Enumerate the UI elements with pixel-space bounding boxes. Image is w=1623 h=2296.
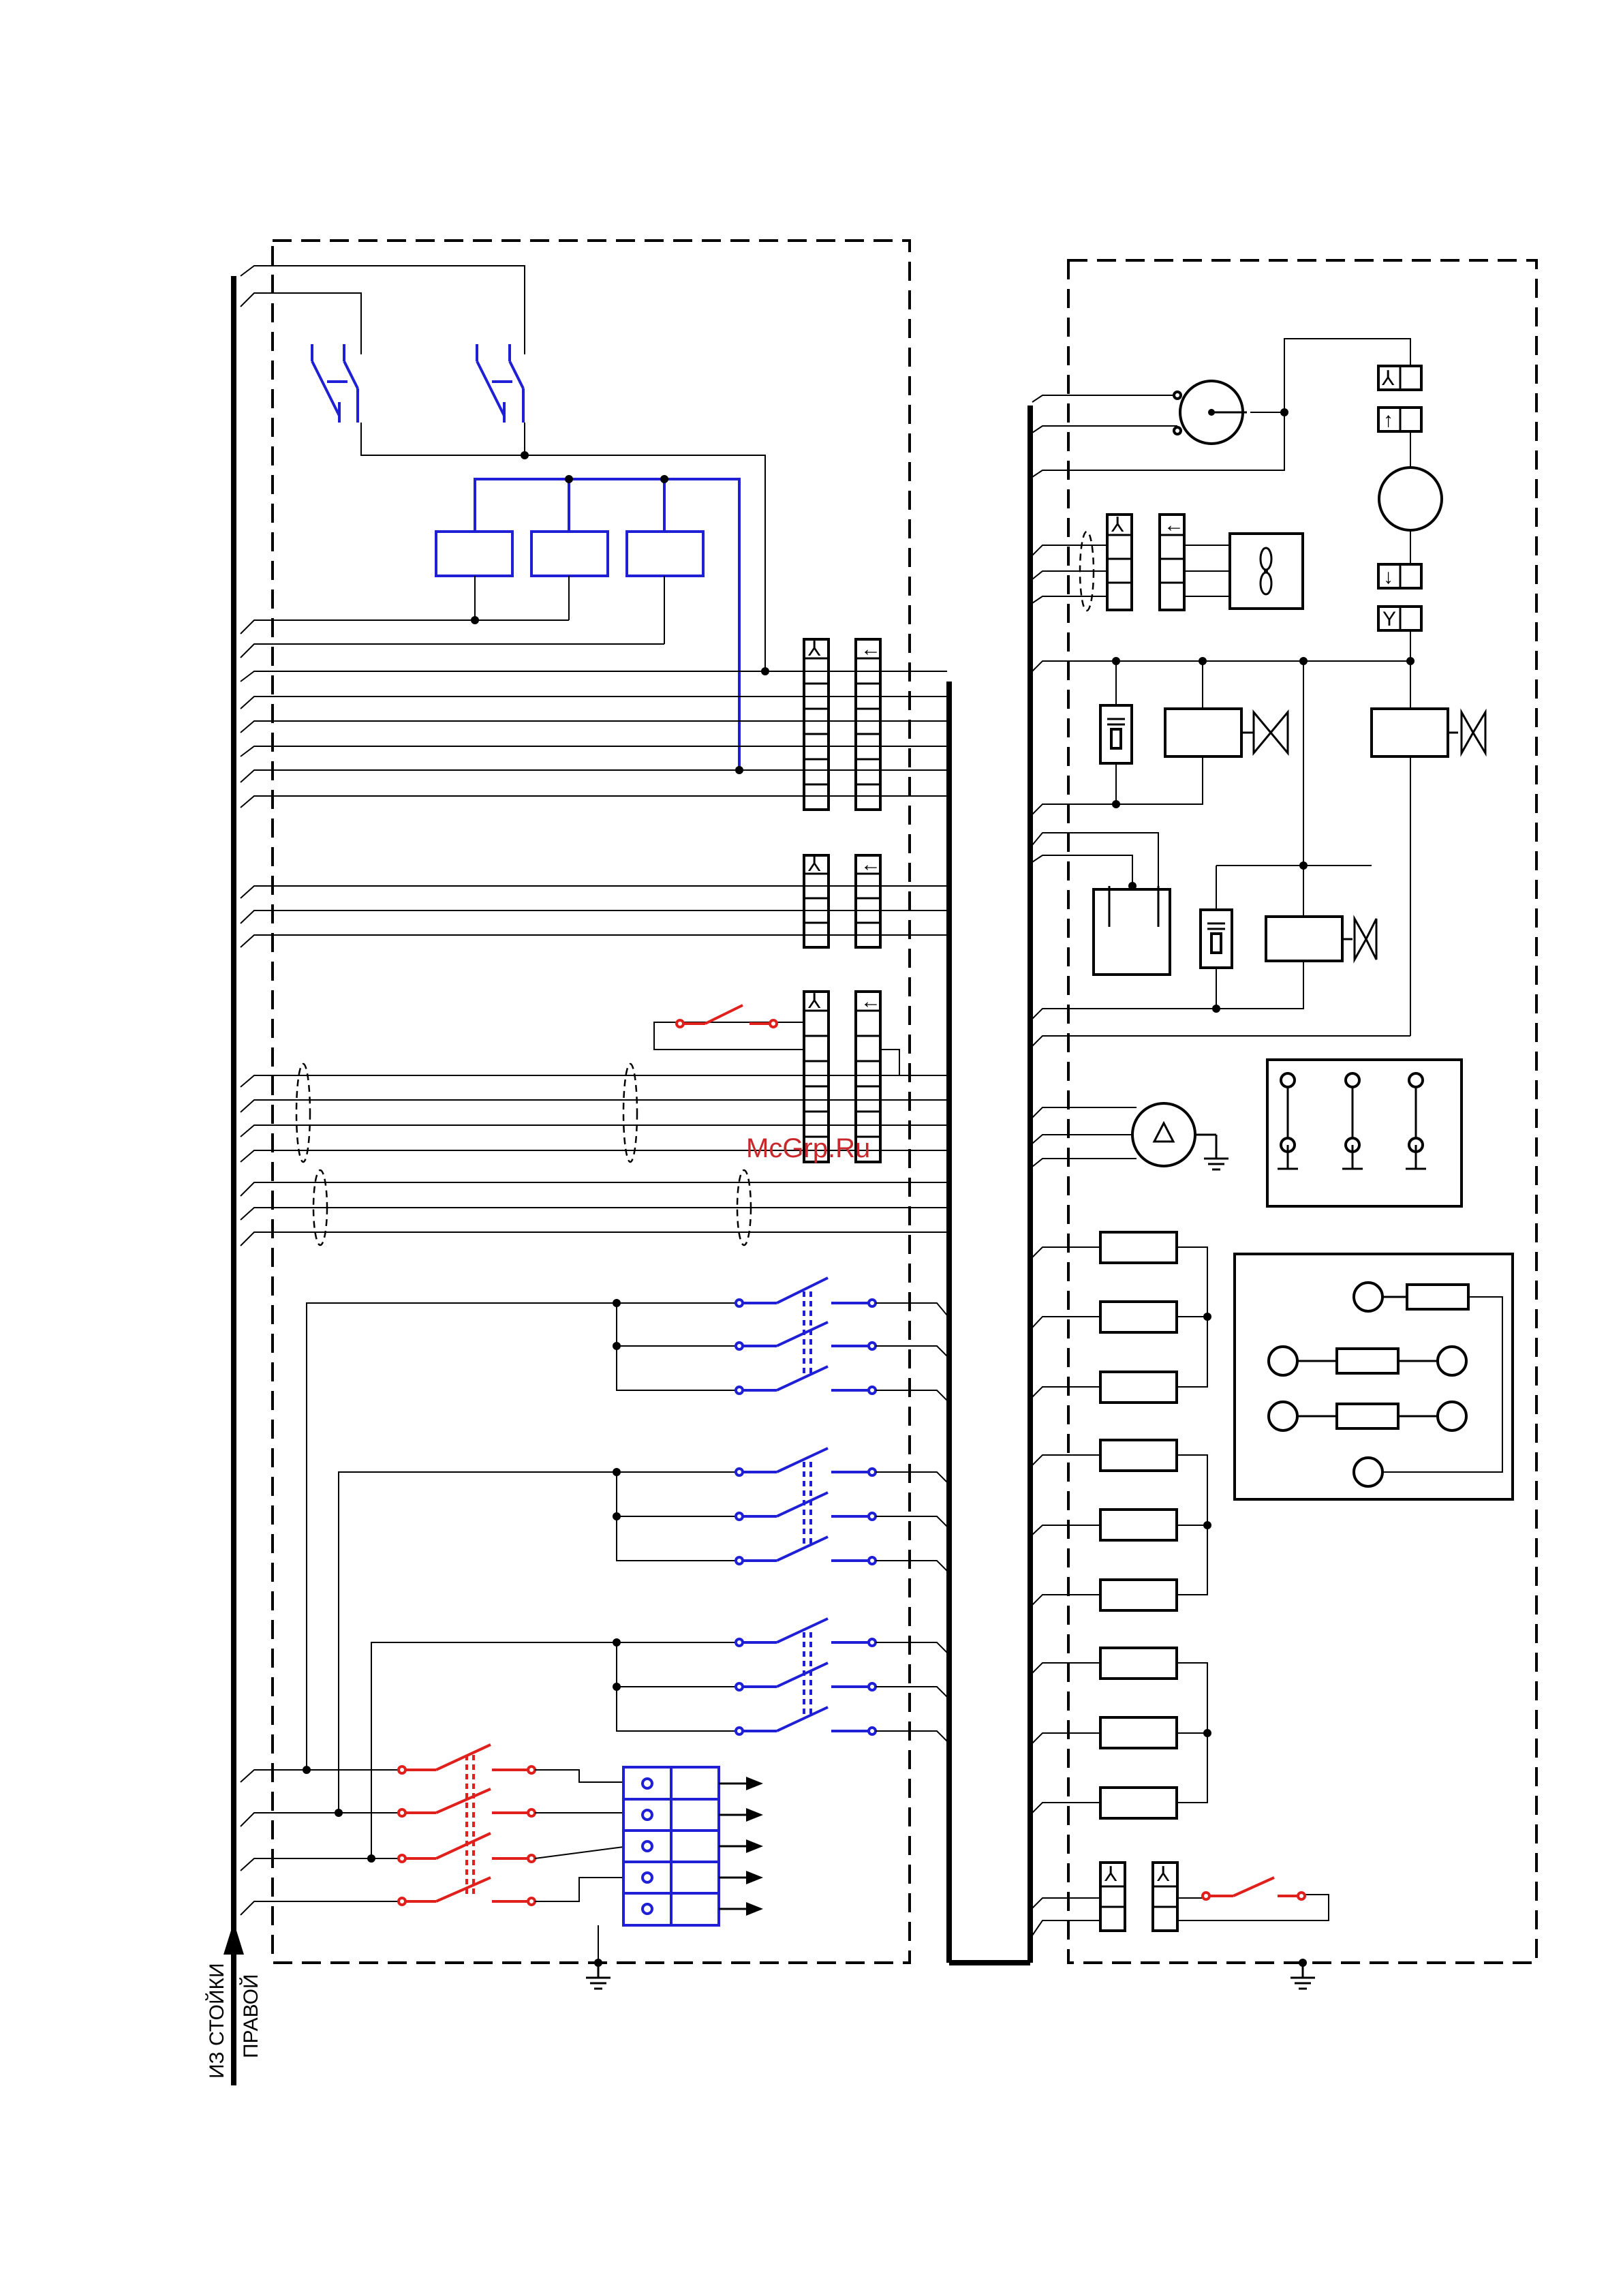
pump-motor-icon (1379, 468, 1442, 530)
svg-text:⅄: ⅄ (1111, 514, 1124, 536)
alarm-icon (1132, 1103, 1195, 1166)
source-label-line2: ПРАВОЙ (239, 1974, 262, 2059)
resistor-bank (1032, 1232, 1211, 1818)
contactor-set-1 (307, 1278, 947, 1772)
contactor-set-2 (339, 1448, 947, 1813)
source-label-line1: ИЗ СТОЙКИ (205, 1963, 228, 2079)
svg-text:←: ← (861, 990, 881, 1013)
svg-text:⅄: ⅄ (807, 990, 821, 1013)
terminal-block-2: ⅄ ← (241, 853, 947, 947)
watermark: McGrp.Ru (746, 1133, 870, 1163)
bottom-right-terminal: ⅄ ⅄ (1032, 1863, 1329, 1935)
indicator-panel-2 (1235, 1254, 1513, 1499)
breaker-1 (312, 344, 358, 423)
svg-text:←: ← (861, 638, 881, 660)
plug-connector-icon: ⅄ (807, 638, 821, 660)
top-breaker-circuit (241, 266, 769, 774)
output-terminal-block (598, 1767, 763, 1963)
coil-k2 (531, 532, 608, 576)
fan-circuit: ⅄ ← (1032, 514, 1303, 611)
terminal-block-1: ⅄ ← (241, 638, 947, 810)
input-switch-bank (241, 1745, 623, 1915)
svg-text:←: ← (1164, 514, 1184, 536)
svg-text:⅄: ⅄ (1104, 1863, 1117, 1886)
valve-circuit-1 (1032, 657, 1485, 866)
coil-k3 (627, 532, 703, 576)
svg-text:Y: Y (1382, 608, 1396, 630)
svg-text:↑: ↑ (1383, 409, 1393, 431)
svg-text:⅄: ⅄ (807, 853, 821, 876)
svg-text:⅄: ⅄ (1381, 367, 1395, 390)
svg-text:⅄: ⅄ (1156, 1863, 1170, 1886)
heater-tank-circuit (1032, 833, 1410, 1046)
breaker-2 (477, 344, 523, 423)
svg-text:←: ← (861, 853, 881, 876)
alarm-circuit (1032, 1103, 1228, 1169)
indicator-panel-1 (1267, 1060, 1462, 1206)
alarm-switch-red (654, 1005, 804, 1050)
svg-text:↓: ↓ (1383, 566, 1393, 588)
coil-k1 (436, 532, 512, 576)
